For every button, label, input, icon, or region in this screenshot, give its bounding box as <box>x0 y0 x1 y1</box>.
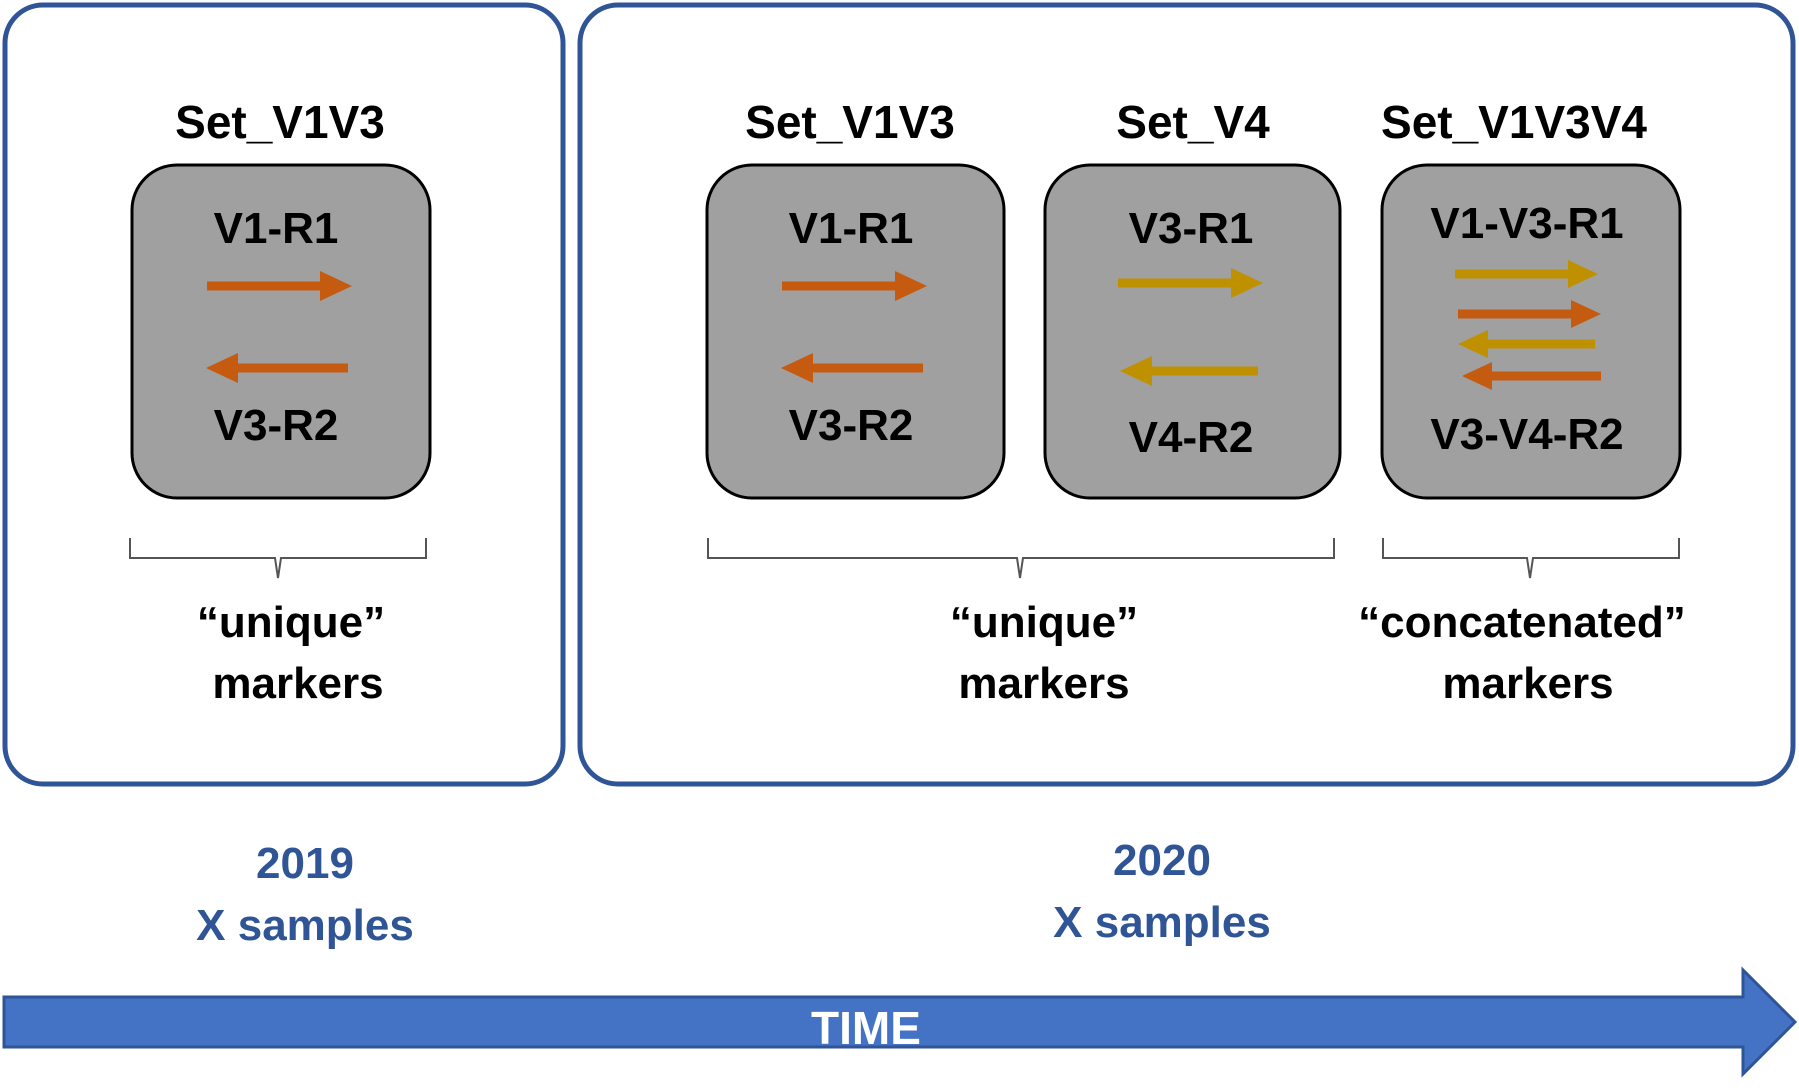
reverse-arrow <box>781 353 923 383</box>
concatenated-markers-note-line2: markers <box>1442 659 1613 708</box>
reverse-primer-label: V4-R2 <box>1129 413 1254 462</box>
reverse-arrow-v1v3 <box>1462 362 1601 390</box>
forward-primer-label: V1-V3-R1 <box>1430 199 1623 248</box>
forward-arrow <box>207 271 352 301</box>
reverse-arrow-v3v4 <box>1458 330 1595 358</box>
panel-2020-frame <box>577 2 1796 787</box>
unique-markers-note-line1: “unique” <box>197 598 385 647</box>
group-brace-concatenated-2020 <box>1382 538 1680 579</box>
primer-card-2020-v1v3 <box>705 163 1006 500</box>
set-title-2020-v4: Set_V4 <box>1116 96 1270 148</box>
panel-2019-frame <box>2 2 566 787</box>
year-2020: 2020 <box>1113 836 1211 885</box>
forward-primer-label: V1-R1 <box>789 204 914 253</box>
reverse-arrow <box>206 353 348 383</box>
time-arrow <box>2 966 1798 1078</box>
reverse-arrow <box>1120 356 1258 386</box>
forward-primer-label: V3-R1 <box>1129 204 1254 253</box>
forward-primer-label: V1-R1 <box>214 204 339 253</box>
set-title-2020-v1v3: Set_V1V3 <box>745 96 955 148</box>
concatenated-markers-note-line1: “concatenated” <box>1358 598 1686 647</box>
primer-card-2020-v1v3v4 <box>1380 163 1682 500</box>
forward-arrow <box>1118 268 1263 298</box>
unique-markers-note-line2: markers <box>212 659 383 708</box>
reverse-primer-label: V3-V4-R2 <box>1430 410 1623 459</box>
group-brace-2019 <box>129 538 427 579</box>
unique-markers-note-line1: “unique” <box>950 598 1138 647</box>
reverse-primer-label: V3-R2 <box>789 401 914 450</box>
set-title-2019-v1v3: Set_V1V3 <box>175 96 385 148</box>
unique-markers-note-line2: markers <box>958 659 1129 708</box>
samples-2019: X samples <box>196 901 414 950</box>
primer-card-2019-v1v3 <box>130 163 432 500</box>
set-title-2020-v1v3v4: Set_V1V3V4 <box>1381 96 1647 148</box>
primer-card-2020-v4 <box>1043 163 1342 500</box>
forward-arrow <box>782 271 927 301</box>
year-2019: 2019 <box>256 839 354 888</box>
group-brace-unique-2020 <box>707 538 1335 579</box>
reverse-primer-label: V3-R2 <box>214 401 339 450</box>
forward-arrow-v3v4 <box>1458 300 1601 328</box>
forward-arrow-v1v3 <box>1455 260 1598 288</box>
time-label: TIME <box>811 1002 921 1054</box>
samples-2020: X samples <box>1053 898 1271 947</box>
